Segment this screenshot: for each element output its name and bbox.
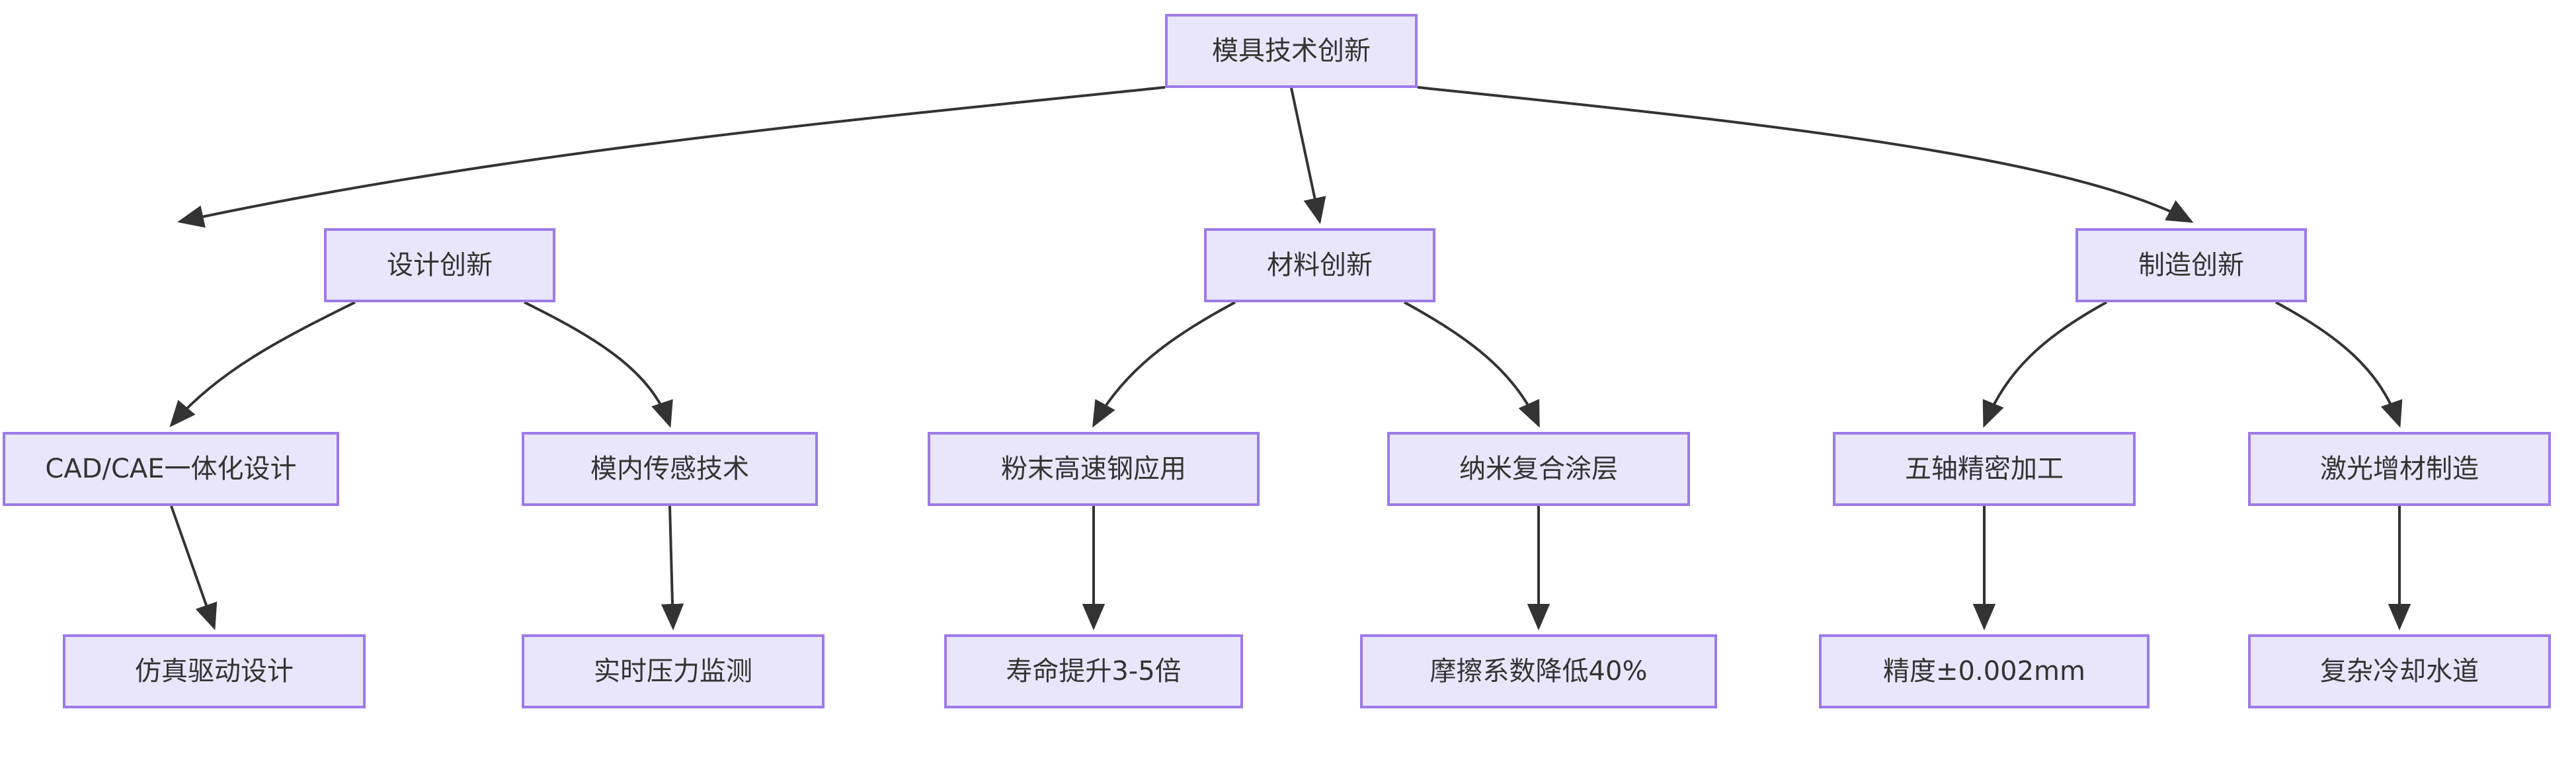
node-label: 制造创新 bbox=[2138, 250, 2244, 280]
edge-root-to-n1 bbox=[177, 86, 1166, 228]
node-n3a[interactable]: 五轴精密加工 bbox=[1833, 432, 2136, 506]
node-label: 五轴精密加工 bbox=[1905, 454, 2064, 484]
node-label: 纳米复合涂层 bbox=[1459, 454, 1618, 484]
edge-root-to-n2 bbox=[1290, 87, 1326, 224]
node-n3[interactable]: 制造创新 bbox=[2075, 228, 2307, 302]
node-n1b1[interactable]: 实时压力监测 bbox=[522, 634, 825, 708]
edge-n1-to-n1b bbox=[524, 301, 673, 428]
node-label: 复杂冷却水道 bbox=[2320, 656, 2479, 687]
node-n1a[interactable]: CAD/CAE一体化设计 bbox=[3, 432, 339, 506]
node-n2a1[interactable]: 寿命提升3-5倍 bbox=[944, 634, 1243, 708]
node-label: 模内传感技术 bbox=[590, 454, 749, 484]
edge-n3-to-n3b bbox=[2275, 301, 2403, 428]
node-n2b1[interactable]: 摩擦系数降低40% bbox=[1360, 634, 1717, 708]
edge-n1a-to-n1a1 bbox=[170, 505, 218, 630]
node-n3b[interactable]: 激光增材制造 bbox=[2248, 432, 2551, 506]
node-n1b[interactable]: 模内传感技术 bbox=[522, 432, 818, 506]
node-label: 仿真驱动设计 bbox=[135, 656, 294, 687]
edge-n1b-to-n1b1 bbox=[661, 505, 684, 630]
node-n3b1[interactable]: 复杂冷却水道 bbox=[2248, 634, 2551, 708]
node-root[interactable]: 模具技术创新 bbox=[1165, 14, 1418, 88]
node-n2[interactable]: 材料创新 bbox=[1204, 228, 1435, 302]
node-label: 实时压力监测 bbox=[594, 656, 752, 687]
edge-n3-to-n3a bbox=[1982, 301, 2107, 428]
node-n3a1[interactable]: 精度±0.002mm bbox=[1819, 634, 2150, 708]
node-n1a1[interactable]: 仿真驱动设计 bbox=[63, 634, 366, 708]
node-label: 激光增材制造 bbox=[2320, 454, 2479, 484]
node-label: 模具技术创新 bbox=[1212, 36, 1371, 66]
node-label: 设计创新 bbox=[387, 250, 493, 280]
node-n2a[interactable]: 粉末高速钢应用 bbox=[928, 432, 1260, 506]
node-label: 材料创新 bbox=[1267, 250, 1373, 280]
node-label: 粉末高速钢应用 bbox=[1001, 454, 1186, 484]
node-label: 精度±0.002mm bbox=[1883, 656, 2085, 687]
node-n2b[interactable]: 纳米复合涂层 bbox=[1387, 432, 1690, 506]
node-label: CAD/CAE一体化设计 bbox=[45, 454, 297, 484]
edge-n1-to-n1a bbox=[169, 301, 356, 428]
edge-root-to-n3 bbox=[1417, 86, 2194, 223]
node-n1[interactable]: 设计创新 bbox=[324, 228, 555, 302]
edge-n2-to-n2a bbox=[1092, 301, 1236, 428]
edge-n2-to-n2b bbox=[1404, 301, 1540, 428]
node-label: 寿命提升3-5倍 bbox=[1006, 656, 1182, 687]
edge-group bbox=[169, 86, 2411, 630]
node-label: 摩擦系数降低40% bbox=[1429, 656, 1648, 687]
